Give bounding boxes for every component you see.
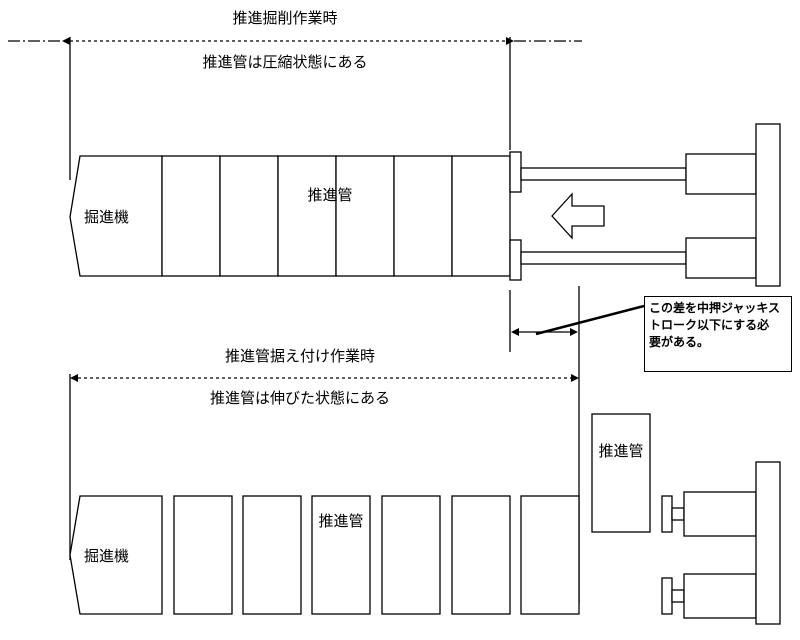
note-leader-line — [535, 304, 645, 336]
bottom-jack-rod-upper — [671, 507, 685, 521]
bottom-jack-head-lower — [661, 577, 673, 615]
bottom-jack-cylinder-lower — [683, 573, 757, 619]
bottom-arrow-right — [571, 374, 579, 382]
note-line: 要がある。 — [649, 335, 710, 349]
top-pipe — [335, 155, 395, 277]
push-arrow-icon — [551, 192, 605, 240]
bottom-pipe — [451, 495, 511, 615]
top-pipe — [451, 155, 511, 277]
top-pipe — [161, 155, 221, 277]
top-jack-cylinder-upper — [685, 153, 757, 195]
top-arrow-left — [62, 37, 70, 45]
bottom-pipe — [520, 495, 580, 615]
bottom-jack-rod-lower — [671, 589, 685, 603]
top-pipe — [219, 155, 279, 277]
top-title: 推進掘削作業時 — [232, 9, 337, 27]
diff-arrow-right — [570, 328, 578, 336]
note-line: この差を中押ジャッキス — [649, 301, 781, 315]
bottom-excavator-label: 掘進機 — [84, 547, 129, 565]
spare-pipe-label: 推進管 — [598, 442, 643, 460]
bottom-pipe — [242, 495, 302, 615]
top-jack-cylinder-lower — [685, 237, 757, 279]
top-subtitle: 推進管は圧縮状態にある — [202, 53, 367, 71]
bottom-pipe — [173, 495, 233, 615]
bottom-title: 推進管据え付け作業時 — [225, 347, 375, 365]
bottom-pipe — [381, 495, 441, 615]
top-jack-head-upper — [509, 151, 522, 193]
top-jack-head-lower — [509, 239, 522, 281]
top-jack-rod-lower — [520, 251, 687, 265]
bottom-pipe-label: 推進管 — [318, 512, 363, 530]
diff-arrow-left — [511, 328, 519, 336]
note-box: この差を中押ジャッキス トローク以下にする必 要がある。 — [644, 296, 792, 372]
note-line: トローク以下にする必 — [649, 318, 770, 332]
top-jack-rod-upper — [520, 167, 687, 181]
bottom-jack-base — [755, 461, 781, 625]
bottom-subtitle: 推進管は伸びた状態にある — [210, 389, 390, 407]
top-jack-base — [755, 123, 781, 287]
bottom-pipe — [311, 495, 371, 615]
spare-pipe — [591, 413, 651, 533]
bottom-arrow-left — [70, 374, 78, 382]
bottom-jack-head-upper — [661, 495, 673, 533]
bottom-jack-cylinder-upper — [683, 491, 757, 537]
top-excavator — [69, 155, 163, 277]
top-pipe-label: 推進管 — [307, 186, 352, 204]
top-pipe — [393, 155, 453, 277]
bottom-excavator — [69, 495, 163, 615]
top-pipe — [277, 155, 337, 277]
top-excavator-label: 掘進機 — [84, 208, 129, 226]
